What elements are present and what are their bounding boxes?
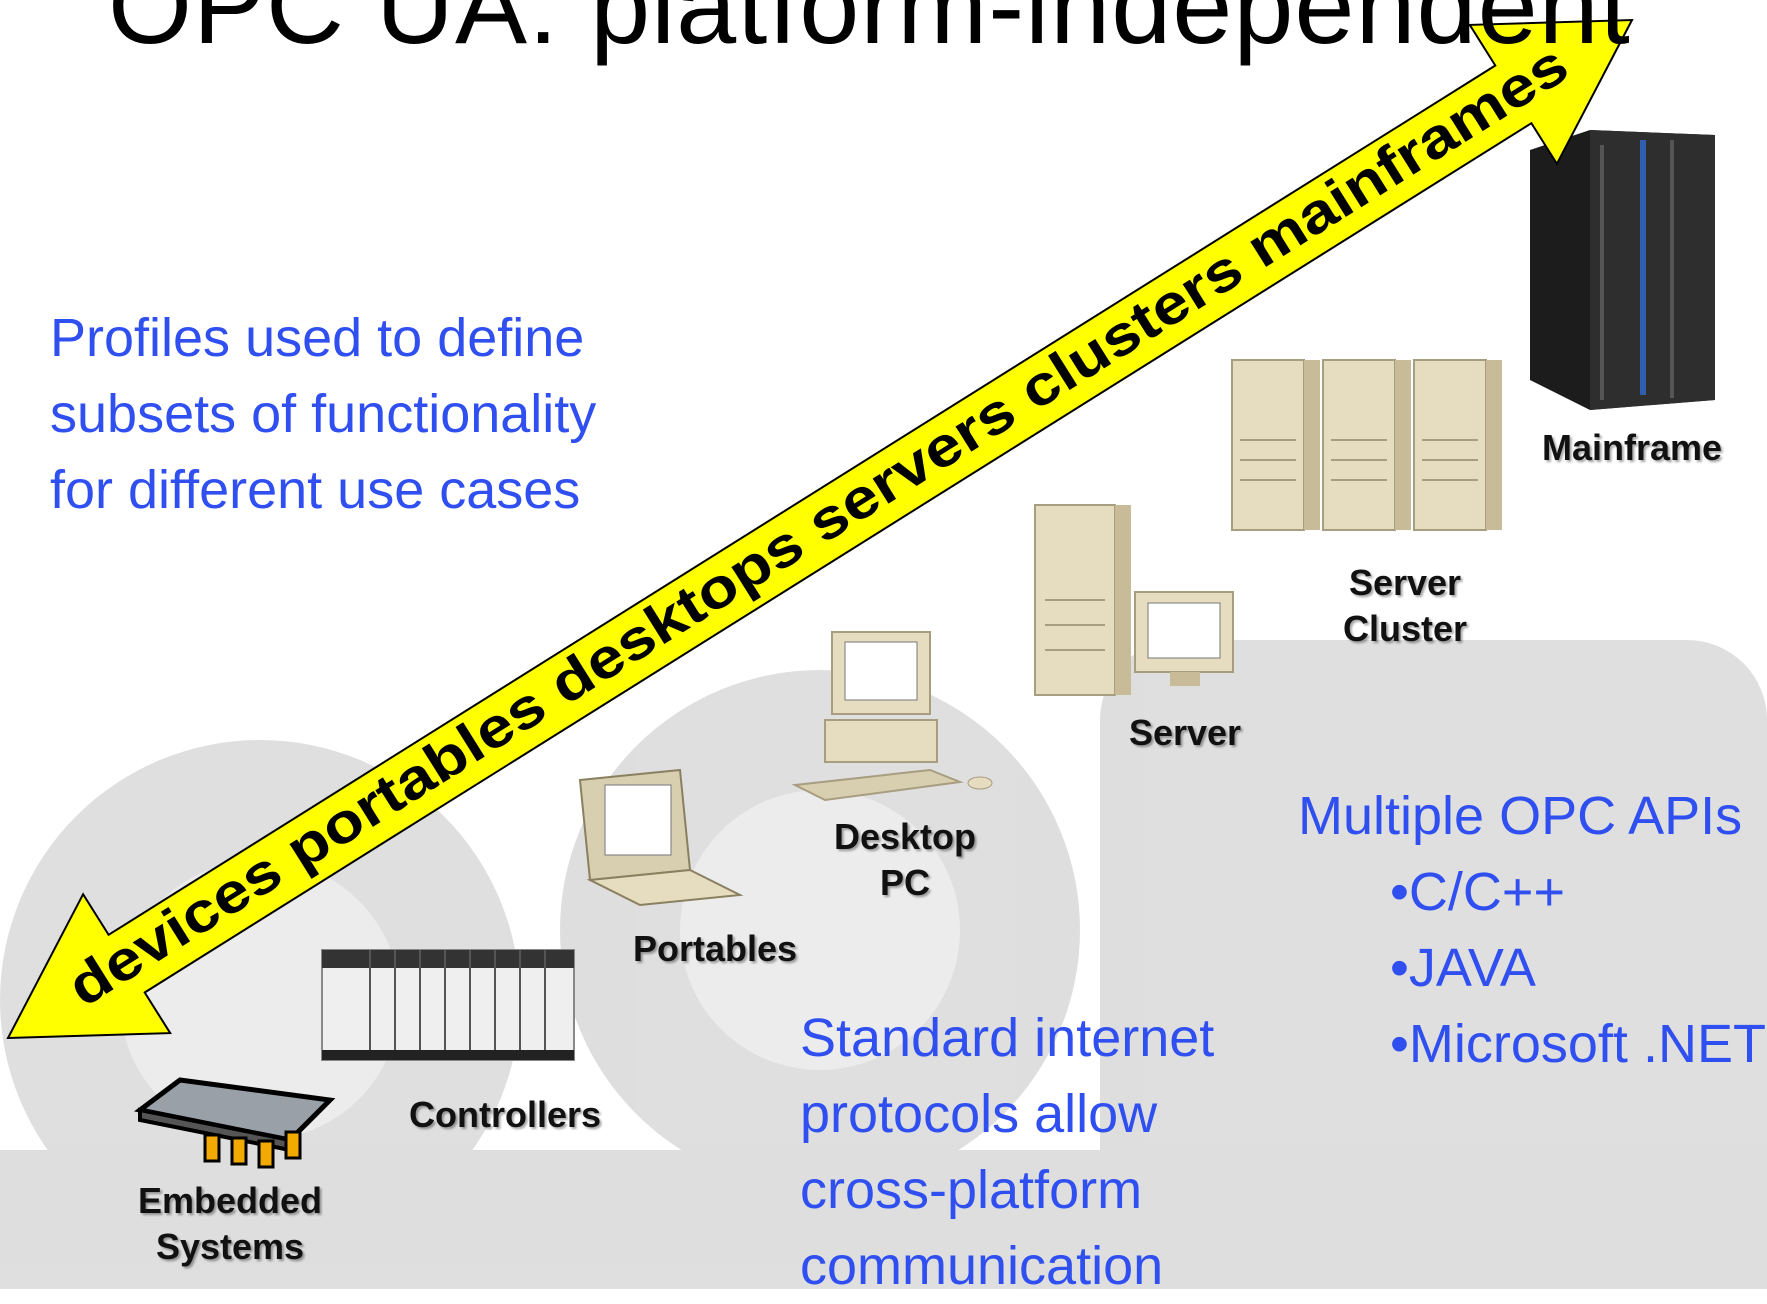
apis-heading: Multiple OPC APIs — [1298, 786, 1743, 846]
scale-arrow — [6, 18, 1634, 1040]
api-item: •C/C++ — [1390, 862, 1565, 922]
server-label: Server — [1128, 712, 1242, 753]
portables-label: Portables — [632, 928, 798, 969]
api-item: •JAVA — [1390, 938, 1536, 998]
embedded-systems-label: Embedded Systems — [137, 1180, 323, 1267]
slide-title: OPC UA: platform-independent — [108, 0, 1631, 66]
profiles-note: Profiles used to define subsets of funct… — [50, 308, 597, 520]
controllers-image — [321, 949, 575, 1061]
desktop-pc-label: Desktop PC — [833, 816, 977, 903]
server-cluster-image — [1231, 359, 1502, 531]
embedded-chip-image — [134, 1077, 336, 1169]
server-cluster-label: Server Cluster — [1342, 562, 1468, 649]
controllers-label: Controllers — [408, 1094, 602, 1135]
portables-image — [578, 768, 744, 907]
watermark-logo — [0, 640, 1767, 1289]
mainframe-image — [1530, 130, 1715, 410]
server-image — [1034, 504, 1234, 696]
protocols-note: Standard internet protocols allow cross-… — [800, 1008, 1215, 1296]
apis-list: •C/C++ •JAVA •Microsoft .NET — [1390, 854, 1767, 1082]
desktop-pc-image — [791, 631, 993, 802]
mainframe-label: Mainframe — [1542, 427, 1723, 468]
api-item: •Microsoft .NET — [1390, 1014, 1766, 1074]
